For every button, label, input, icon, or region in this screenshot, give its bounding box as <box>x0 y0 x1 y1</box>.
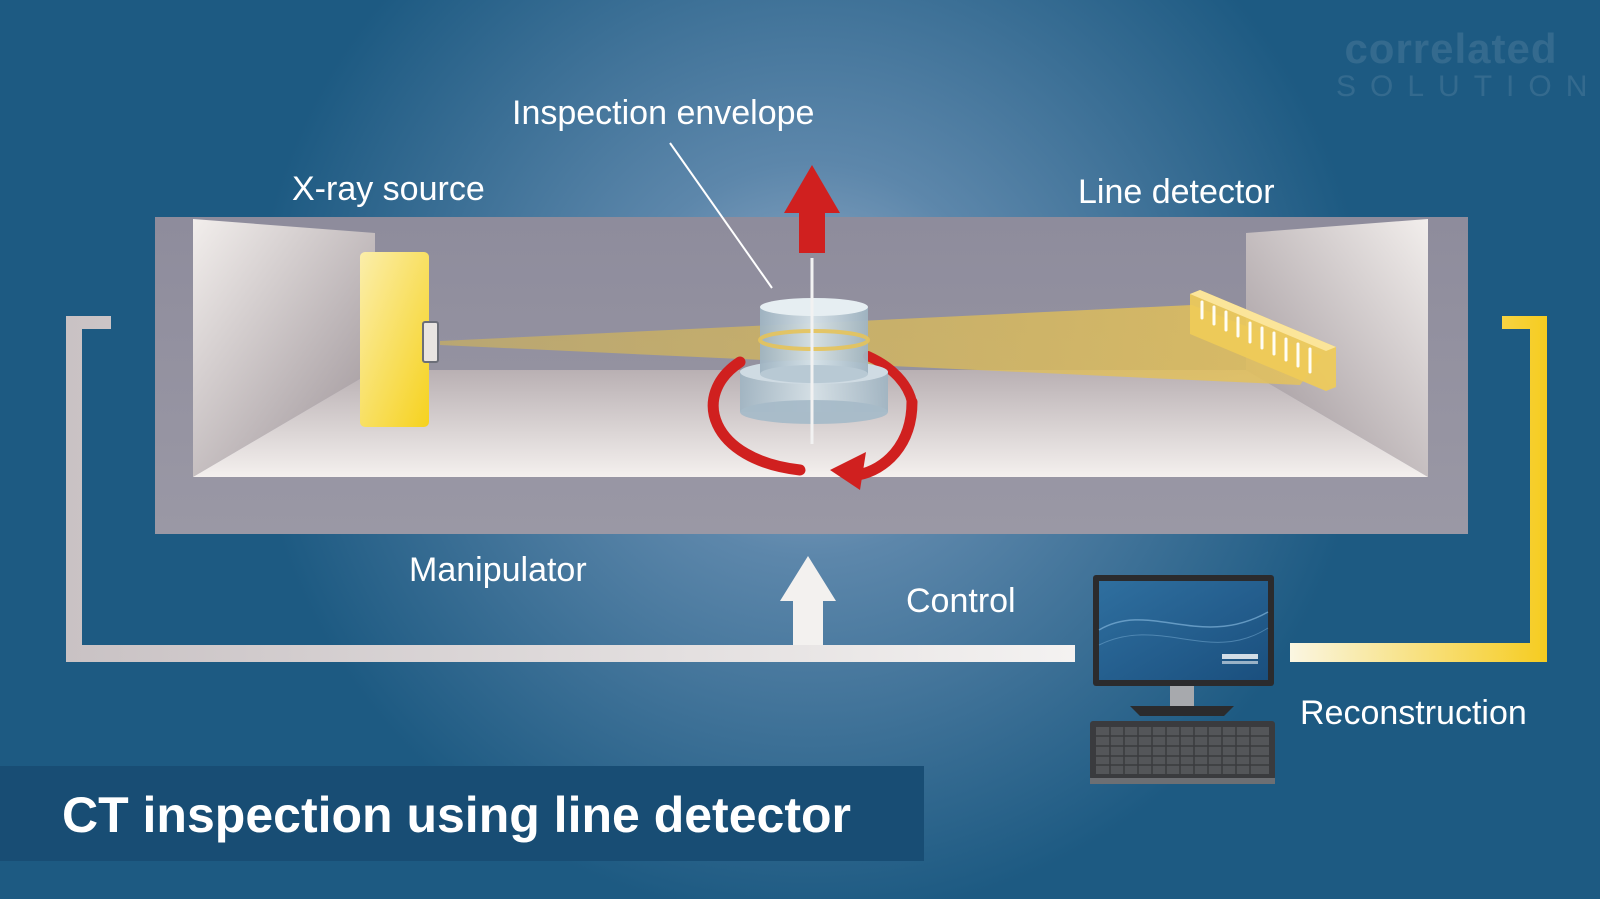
translation-arrow <box>784 165 840 253</box>
label-control: Control <box>906 582 1016 620</box>
logo-line-2: SOLUTIONS <box>1336 70 1600 103</box>
label-line-detector: Line detector <box>1078 173 1275 211</box>
keyboard-edge <box>1090 778 1275 784</box>
page-title: CT inspection using line detector <box>62 787 851 843</box>
logo-line-1: correlated <box>1344 25 1558 72</box>
envelope-pointer-line <box>669 142 773 289</box>
cabinet-right-wall <box>1246 219 1428 477</box>
rotation-arrow-front-left <box>707 356 806 476</box>
rotation-arrow-front-right <box>852 396 918 481</box>
manipulator-arrow <box>780 556 836 645</box>
keyboard-keys <box>1096 727 1269 774</box>
label-inspection-envelope: Inspection envelope <box>512 94 815 132</box>
label-xray-source: X-ray source <box>292 170 485 208</box>
xray-beam <box>440 305 1322 385</box>
computer-workstation <box>1090 575 1275 784</box>
rotation-arrow-back <box>863 351 917 407</box>
xray-source-box <box>360 252 429 427</box>
inspection-object <box>740 298 888 424</box>
keyboard-grid <box>1096 727 1269 774</box>
label-manipulator: Manipulator <box>409 551 587 589</box>
screen-logo-mark <box>1222 654 1258 659</box>
rotation-arrow-head <box>830 452 866 490</box>
label-reconstruction: Reconstruction <box>1300 694 1527 732</box>
line-detector-array <box>1190 290 1336 391</box>
company-logo: correlated SOLUTIONS <box>1326 25 1600 103</box>
monitor-screen <box>1099 581 1268 680</box>
cabinet-left-wall <box>193 219 375 477</box>
monitor-stand <box>1170 686 1194 706</box>
title-banner: CT inspection using line detector <box>0 766 924 861</box>
xray-source-aperture <box>422 321 439 363</box>
monitor-base <box>1130 706 1234 716</box>
